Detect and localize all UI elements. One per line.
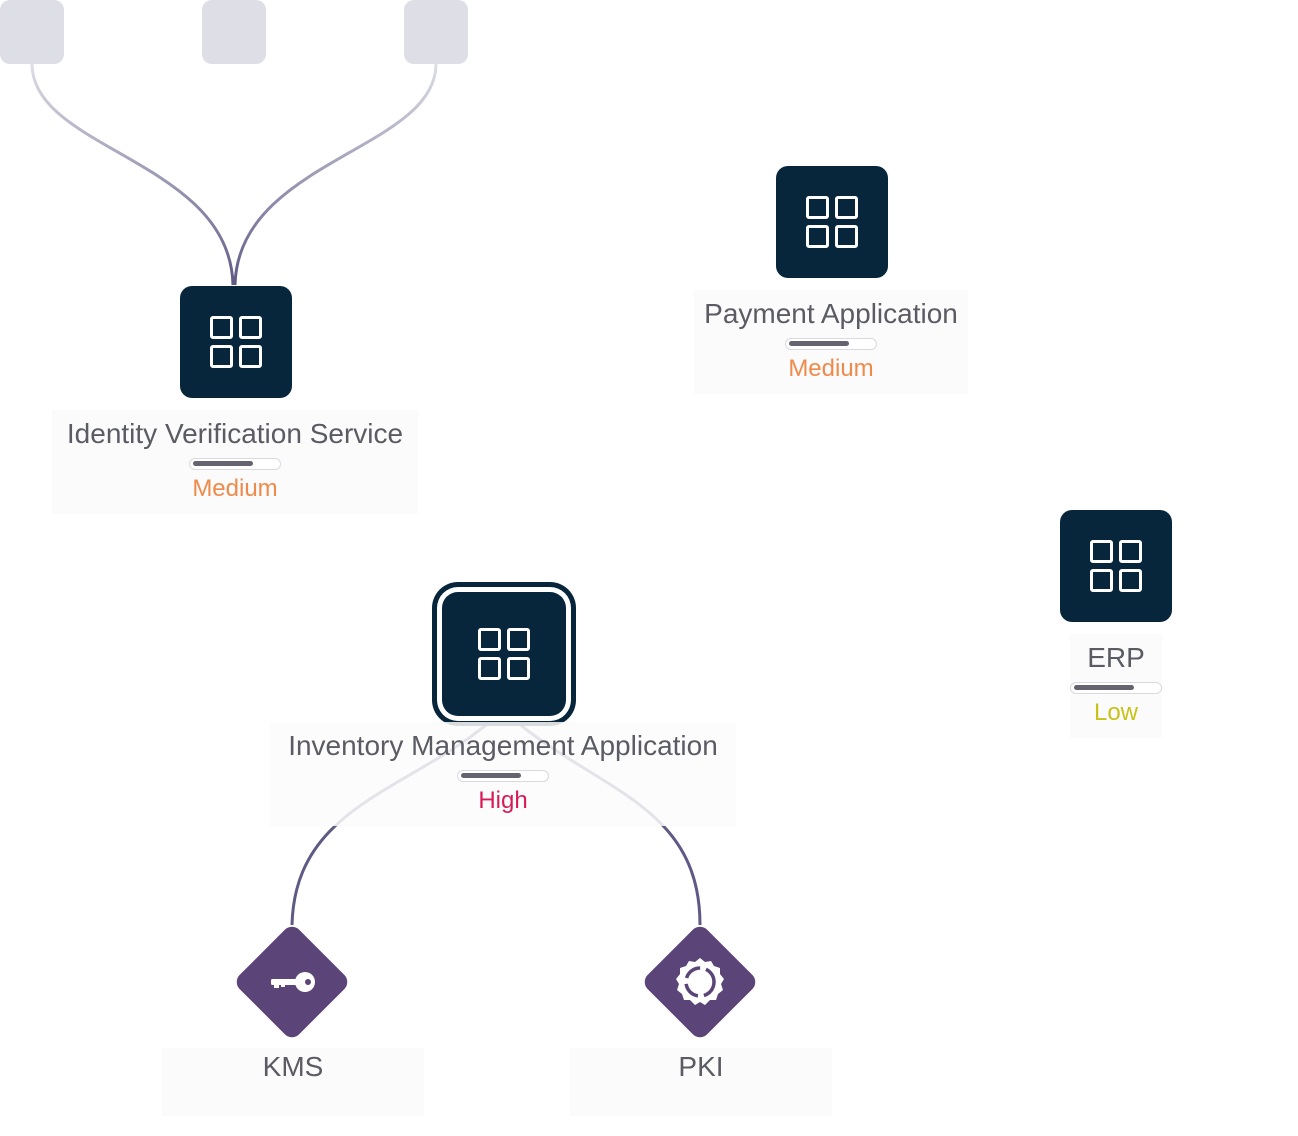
risk-bar-fill [193, 461, 254, 466]
risk-bar [1070, 682, 1162, 694]
risk-bar-fill [1074, 685, 1135, 690]
grid-icon [806, 196, 858, 248]
risk-bar-fill [789, 341, 850, 346]
stub-node-3[interactable] [404, 0, 468, 64]
edge-stub1-identity [30, 63, 235, 286]
risk-label: Medium [192, 475, 278, 502]
risk-label: Low [1093, 699, 1139, 726]
kms-label: KMS [162, 1048, 424, 1116]
stub-node-2[interactable] [202, 0, 266, 64]
payment-application-label: Payment Application Medium [694, 290, 968, 394]
grid-icon [1090, 540, 1142, 592]
identity-verification-label: Identity Verification Service Medium [52, 410, 418, 514]
node-title: ERP [1087, 642, 1145, 673]
grid-icon [210, 316, 262, 368]
risk-bar [189, 458, 281, 470]
payment-application-node[interactable] [776, 166, 888, 278]
stub-node-1[interactable] [0, 0, 64, 64]
edge-stub3-identity [233, 63, 438, 286]
risk-label: High [478, 787, 528, 814]
risk-label: Medium [788, 355, 874, 382]
node-title: Identity Verification Service [66, 418, 404, 449]
key-icon [271, 972, 315, 992]
certificate-badge-icon [676, 958, 724, 1005]
grid-icon [478, 628, 530, 680]
node-title: Payment Application [704, 298, 958, 329]
erp-node[interactable] [1060, 510, 1172, 622]
pki-label: PKI [570, 1048, 832, 1116]
risk-bar [457, 770, 549, 782]
risk-bar-fill [461, 773, 522, 778]
node-title: Inventory Management Application [288, 730, 718, 761]
risk-bar [785, 338, 877, 350]
inventory-management-label: Inventory Management Application High [270, 722, 736, 826]
identity-verification-node[interactable] [180, 286, 292, 398]
inventory-management-node[interactable] [442, 592, 566, 716]
erp-label: ERP Low [1070, 634, 1162, 738]
